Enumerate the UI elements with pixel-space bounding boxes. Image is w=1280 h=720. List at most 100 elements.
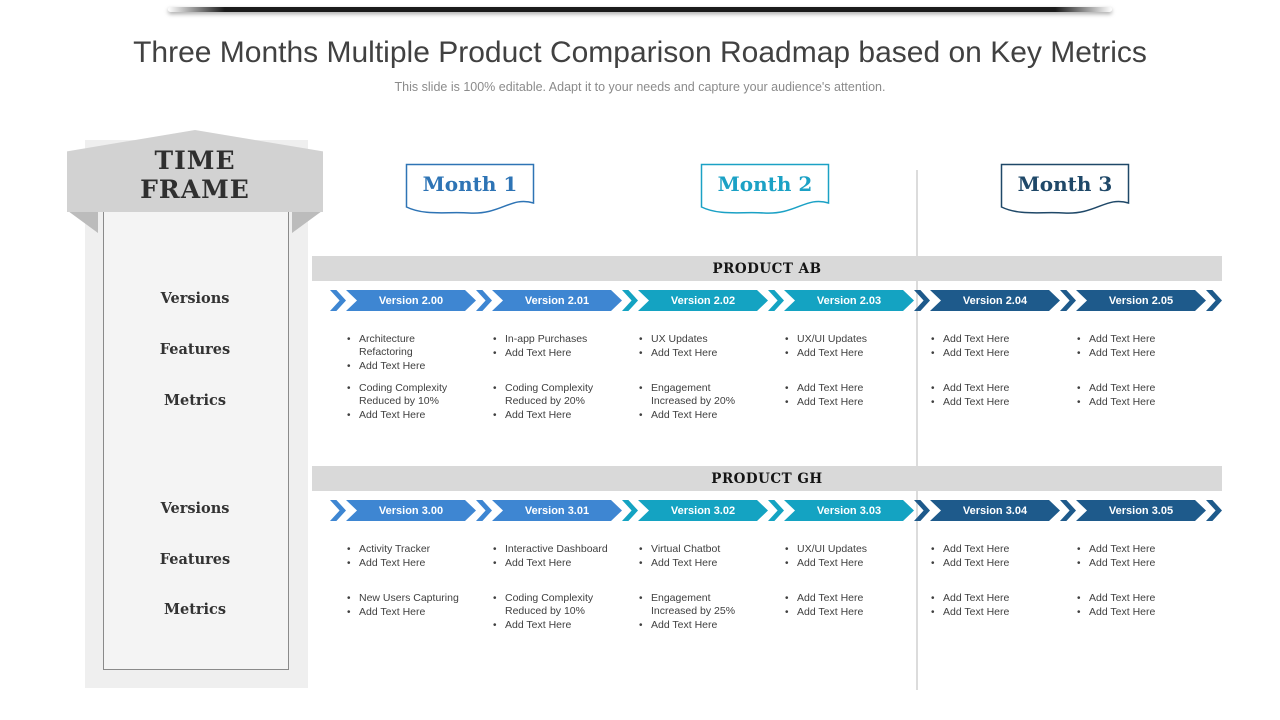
- feature-column: Add Text Here Add Text Here: [1060, 333, 1206, 382]
- metric-item: Add Text Here: [346, 409, 462, 422]
- version-unit: Version 2.00: [330, 290, 476, 311]
- metric-item: New Users Capturing: [346, 592, 462, 605]
- feature-item: Interactive Dashboard: [492, 543, 608, 556]
- feature-column: Virtual Chatbot Add Text Here: [622, 543, 768, 592]
- feature-column: UX/UI Updates Add Text Here: [768, 333, 914, 382]
- feature-item: Add Text Here: [492, 347, 608, 360]
- feature-column: Architecture Refactoring Add Text Here: [330, 333, 476, 382]
- metric-column: Coding Complexity Reduced by 10% Add Tex…: [330, 382, 476, 423]
- feature-item: Add Text Here: [492, 557, 608, 570]
- metric-item: Add Text Here: [492, 409, 608, 422]
- metric-column: Add Text Here Add Text Here: [1060, 592, 1206, 633]
- metric-item: Add Text Here: [930, 606, 1046, 619]
- feature-item: Activity Tracker: [346, 543, 462, 556]
- metrics-row-gh: New Users Capturing Add Text Here Coding…: [330, 592, 1222, 633]
- metric-column: Add Text Here Add Text Here: [768, 382, 914, 423]
- version-band: Version 3.02: [638, 500, 768, 521]
- feature-item: Add Text Here: [930, 333, 1046, 346]
- timeframe-title-line2: FRAME: [140, 175, 250, 204]
- version-unit: Version 2.04: [914, 290, 1060, 311]
- metrics-row-ab: Coding Complexity Reduced by 10% Add Tex…: [330, 382, 1222, 423]
- month-tab-shape: [405, 163, 535, 214]
- version-band: Version 2.00: [346, 290, 476, 311]
- product-section-ab: PRODUCT AB Version 2.00 Version 2.01 Ver…: [312, 256, 1222, 423]
- month-tab-3: Month 3: [1000, 163, 1130, 221]
- version-band: Version 3.04: [930, 500, 1060, 521]
- slide-title: Three Months Multiple Product Comparison…: [133, 36, 1147, 69]
- version-arrow-row-gh: Version 3.00 Version 3.01 Version 3.02 V…: [330, 500, 1222, 521]
- feature-column: UX/UI Updates Add Text Here: [768, 543, 914, 592]
- chevron-right-icon: [476, 500, 492, 521]
- metric-column: Add Text Here Add Text Here: [768, 592, 914, 633]
- top-accent-bar: [168, 7, 1112, 12]
- chevron-right-icon: [1206, 500, 1222, 521]
- month-tab-shape: [700, 163, 830, 214]
- month-label: Month 2: [717, 172, 813, 196]
- row-label-metrics-gh: Metrics: [163, 601, 227, 618]
- metric-column: Coding Complexity Reduced by 20% Add Tex…: [476, 382, 622, 423]
- version-unit: Version 2.01: [476, 290, 622, 311]
- feature-item: UX/UI Updates: [784, 543, 900, 556]
- chevron-right-icon: [1060, 290, 1076, 311]
- metric-item: Add Text Here: [784, 592, 900, 605]
- chevron-right-icon: [330, 290, 346, 311]
- metric-item: Add Text Here: [784, 382, 900, 395]
- metric-item: Coding Complexity Reduced by 20%: [492, 382, 608, 408]
- version-band: Version 3.05: [1076, 500, 1206, 521]
- chevron-right-icon: [914, 500, 930, 521]
- version-unit: Version 3.05: [1060, 500, 1206, 521]
- month-tab-shape: [1000, 163, 1130, 214]
- metric-item: Add Text Here: [784, 396, 900, 409]
- metric-column: Coding Complexity Reduced by 10% Add Tex…: [476, 592, 622, 633]
- month-divider-line: [916, 170, 918, 690]
- feature-item: Add Text Here: [784, 557, 900, 570]
- feature-column: Add Text Here Add Text Here: [1060, 543, 1206, 592]
- row-label-versions-gh: Versions: [160, 500, 230, 517]
- feature-item: In-app Purchases: [492, 333, 608, 346]
- row-label-features-ab: Features: [159, 341, 231, 358]
- version-band: Version 2.05: [1076, 290, 1206, 311]
- feature-column: UX Updates Add Text Here: [622, 333, 768, 382]
- metric-column: Engagement Increased by 20% Add Text Her…: [622, 382, 768, 423]
- feature-item: Add Text Here: [930, 543, 1046, 556]
- month-tab-1: Month 1: [405, 163, 535, 221]
- metric-item: Add Text Here: [784, 606, 900, 619]
- chevron-right-icon: [768, 290, 784, 311]
- version-band: Version 2.01: [492, 290, 622, 311]
- version-band: Version 3.01: [492, 500, 622, 521]
- product-header-ab: PRODUCT AB: [312, 256, 1222, 281]
- feature-item: Add Text Here: [1076, 557, 1192, 570]
- metric-item: Coding Complexity Reduced by 10%: [346, 382, 462, 408]
- metric-item: Add Text Here: [930, 396, 1046, 409]
- version-arrow-row-ab: Version 2.00 Version 2.01 Version 2.02 V…: [330, 290, 1222, 311]
- feature-column: In-app Purchases Add Text Here: [476, 333, 622, 382]
- version-unit: Version 2.02: [622, 290, 768, 311]
- metric-item: Add Text Here: [638, 409, 754, 422]
- metric-column: Add Text Here Add Text Here: [1060, 382, 1206, 423]
- feature-column: Activity Tracker Add Text Here: [330, 543, 476, 592]
- product-header-gh: PRODUCT GH: [312, 466, 1222, 491]
- feature-item: Add Text Here: [930, 557, 1046, 570]
- version-band: Version 2.02: [638, 290, 768, 311]
- feature-item: UX/UI Updates: [784, 333, 900, 346]
- version-unit: Version 3.01: [476, 500, 622, 521]
- row-label-versions-ab: Versions: [160, 290, 230, 307]
- feature-item: Add Text Here: [784, 347, 900, 360]
- metric-item: Add Text Here: [346, 606, 462, 619]
- timeframe-box: [103, 208, 289, 670]
- feature-item: Add Text Here: [930, 347, 1046, 360]
- metric-item: Add Text Here: [930, 592, 1046, 605]
- metric-item: Add Text Here: [1076, 606, 1192, 619]
- timeframe-title-line1: TIME: [154, 146, 236, 175]
- version-unit: Version 3.03: [768, 500, 914, 521]
- feature-item: Add Text Here: [1076, 347, 1192, 360]
- version-unit: Version 3.02: [622, 500, 768, 521]
- feature-item: Virtual Chatbot: [638, 543, 754, 556]
- version-unit: Version 3.04: [914, 500, 1060, 521]
- metric-item: Add Text Here: [1076, 396, 1192, 409]
- metric-item: Add Text Here: [492, 619, 608, 632]
- metric-column: Add Text Here Add Text Here: [914, 592, 1060, 633]
- version-unit: Version 2.03: [768, 290, 914, 311]
- metric-column: Engagement Increased by 25% Add Text Her…: [622, 592, 768, 633]
- row-label-metrics-ab: Metrics: [163, 392, 227, 409]
